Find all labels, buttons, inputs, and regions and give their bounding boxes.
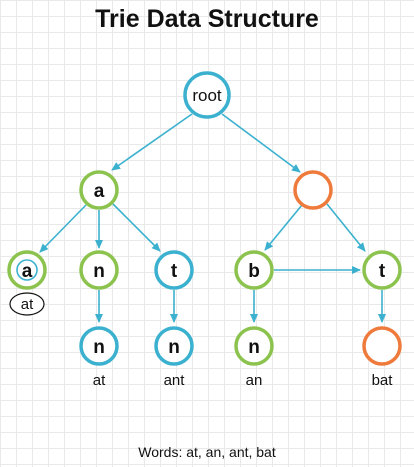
at-tag: at [9,292,45,316]
node-a-at: a [7,250,47,290]
at-tag-label: at [21,296,34,313]
node-n-at-label: n [93,337,105,358]
node-empty [293,170,333,210]
node-root-label: root [192,86,222,105]
edge-a-t [112,203,161,252]
word-label-ant: ant [164,372,186,389]
edge-empty-b [264,204,303,251]
node-n-an-label: n [248,337,260,358]
node-n1: n [79,250,119,290]
edge-root-a [111,113,193,171]
words-footer: Words: at, an, ant, bat [138,444,276,460]
node-a-label: a [94,181,105,202]
node-n-an: n [234,326,274,366]
diagram-title: Trie Data Structure [95,5,319,33]
node-n-at: n [79,326,119,366]
node-t1-label: t [171,261,178,282]
node-b-label: b [248,261,260,282]
node-a-at-label: a [22,261,33,282]
word-label-at: at [93,372,106,389]
node-t1: t [154,250,194,290]
node-n-ant: n [154,326,194,366]
word-label-bat: bat [372,372,394,389]
edge-root-empty [221,113,301,173]
node-t2: t [362,250,402,290]
edge-a-a [39,204,87,253]
node-b: b [234,250,274,290]
word-label-an: an [246,372,263,389]
node-root: root [183,71,231,119]
edge-empty-t [326,203,366,252]
node-end-bat [362,326,402,366]
edges [39,113,386,323]
node-a: a [79,170,119,210]
node-n-ant-label: n [168,337,180,358]
node-t2-label: t [379,261,386,282]
node-n1-label: n [93,261,105,282]
